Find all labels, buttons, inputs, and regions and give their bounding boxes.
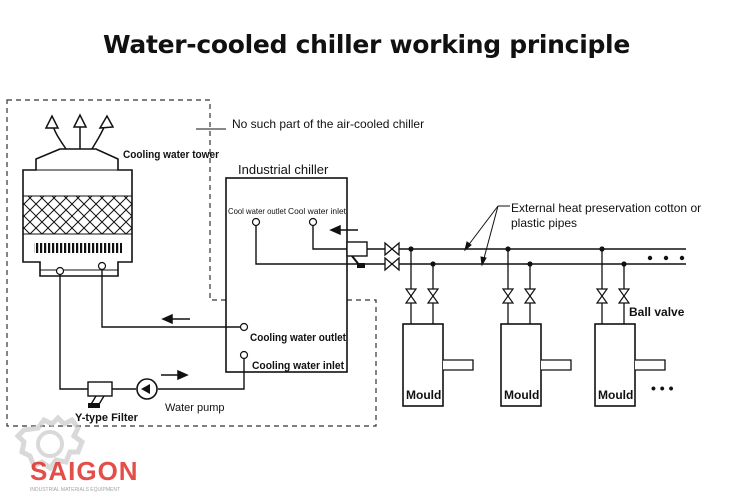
saigon-logo: SAIGON INDUSTRIAL MATERIALS EQUIPMENT — [14, 414, 139, 493]
ball-valve-3-2 — [617, 288, 631, 304]
chiller-y-filter — [346, 241, 368, 268]
industrial-chiller-box — [225, 177, 348, 373]
label-external-pipes-1: External heat preservation cotton or — [511, 201, 701, 215]
exhaust-arrows — [44, 113, 115, 150]
ball-valve-3-1 — [595, 288, 609, 304]
ball-valve-1-2 — [426, 288, 440, 304]
label-water-pump: Water pump — [165, 402, 225, 414]
chilled-water-pipes — [255, 226, 686, 265]
mould-1 — [402, 323, 444, 407]
water-pump — [136, 378, 158, 400]
ball-valve-1-1 — [404, 288, 418, 304]
mould-3 — [594, 323, 636, 407]
tower-port-right — [97, 261, 107, 271]
y-type-filter — [87, 381, 113, 408]
diagram-labels: No such part of the air-cooled chiller C… — [75, 117, 701, 424]
chiller-cool-water-outlet-port — [251, 217, 261, 227]
chiller-cool-water-inlet-port — [308, 217, 318, 227]
label-cooling-water-inlet: Cooling water inlet — [252, 360, 344, 372]
label-mould-3: Mould — [598, 388, 633, 402]
label-cool-water-outlet: Cool water outlet — [228, 206, 287, 216]
label-ball-valve: Ball valve — [629, 305, 685, 319]
flow-arrows — [161, 224, 358, 381]
pipe-leaders — [464, 205, 510, 267]
gear-icon — [14, 414, 86, 472]
page-title: Water-cooled chiller working principle — [103, 30, 630, 59]
cooling-water-tower — [22, 148, 133, 277]
label-y-filter: Y-type Filter — [75, 412, 139, 424]
tower-port-left — [55, 266, 65, 276]
label-mould-1: Mould — [406, 388, 441, 402]
label-industrial-chiller: Industrial chiller — [238, 162, 329, 177]
logo-text: SAIGON — [30, 456, 139, 486]
pipe-continuation-dots — [647, 255, 685, 261]
mould-nozzle-2 — [541, 359, 572, 371]
label-no-such-part: No such part of the air-cooled chiller — [232, 117, 424, 131]
chiller-cooling-water-inlet-port — [239, 350, 249, 360]
dashed-boundary — [6, 99, 377, 427]
label-cooling-water-outlet: Cooling water outlet — [250, 332, 346, 344]
label-mould-2: Mould — [504, 388, 539, 402]
logo-tagline: INDUSTRIAL MATERIALS EQUIPMENT — [30, 487, 120, 493]
mould-branches: Mould Mould Mould — [402, 246, 666, 407]
label-cooling-tower: Cooling water tower — [123, 149, 220, 161]
mould-nozzle-1 — [443, 359, 474, 371]
label-cool-water-inlet: Cool water inlet — [288, 206, 347, 216]
cooling-water-pipes — [59, 270, 245, 390]
label-external-pipes-2: plastic pipes — [511, 216, 577, 230]
label-ellipsis-bottom: • • • — [651, 380, 674, 396]
ball-valve-2-2 — [523, 288, 537, 304]
mould-nozzle-3 — [635, 359, 666, 371]
ball-valve-2-1 — [501, 288, 515, 304]
main-valves — [384, 241, 400, 272]
chiller-cooling-water-outlet-port — [239, 322, 249, 332]
